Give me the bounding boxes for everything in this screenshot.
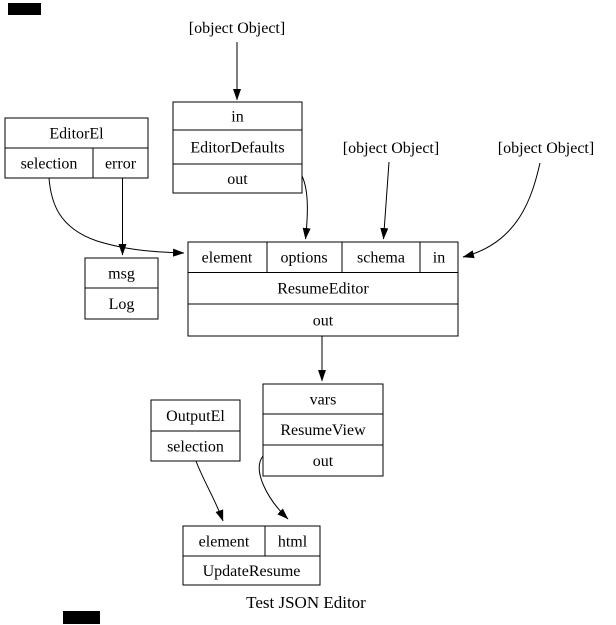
node-resume-view-title: ResumeView (280, 422, 366, 439)
node-update-resume-title: UpdateResume (203, 563, 301, 580)
edge-editorel-selection-to-resumeeditor-element (48, 177, 185, 257)
port-editor-el-selection: selection (21, 156, 78, 173)
node-output-el-title: OutputEl (166, 408, 225, 425)
node-log-title: Log (109, 296, 135, 313)
port-resume-editor-schema: schema (357, 250, 405, 267)
port-log-msg: msg (108, 266, 135, 283)
node-log: msg Log (84, 257, 159, 320)
graph-caption: Test JSON Editor (246, 593, 366, 612)
node-resume-editor-title: ResumeEditor (277, 281, 369, 298)
node-editor-defaults-box (172, 101, 303, 194)
port-resume-editor-in: in (433, 250, 445, 267)
object-label-middle: [object Object] (343, 140, 439, 157)
port-editor-defaults-out: out (227, 171, 248, 188)
node-resume-editor-box (187, 241, 459, 337)
black-mark-top-left (8, 3, 41, 15)
port-resume-editor-element: element (202, 250, 253, 267)
edge-objectright-to-resumeeditor-in (462, 162, 541, 259)
port-editor-el-error: error (105, 156, 137, 173)
port-resume-editor-out: out (313, 313, 334, 330)
node-editor-el: EditorEl selection error (4, 117, 149, 179)
node-resume-view: vars ResumeView out (262, 383, 384, 477)
port-resume-editor-options: options (280, 250, 327, 267)
node-editor-defaults-title: EditorDefaults (190, 140, 284, 157)
node-editor-el-title: EditorEl (49, 126, 104, 143)
node-resume-view-box (262, 383, 384, 477)
edge-editordefaults-out-to-resumeeditor-options (301, 175, 311, 240)
object-label-top: [object Object] (189, 20, 285, 37)
node-editor-defaults: in EditorDefaults out (172, 101, 303, 194)
edge-outputel-selection-to-updateresume-element (195, 460, 224, 522)
node-output-el: OutputEl selection (150, 399, 241, 462)
port-editor-defaults-in: in (231, 109, 243, 126)
port-resume-view-vars: vars (310, 392, 337, 409)
black-mark-bottom-left (63, 611, 100, 624)
port-update-resume-html: html (278, 534, 308, 551)
edge-resumeview-out-to-updateresume-html (258, 455, 289, 520)
port-update-resume-element: element (199, 534, 250, 551)
node-update-resume: element html UpdateResume (182, 525, 321, 586)
port-output-el-selection: selection (167, 439, 224, 456)
node-resume-editor: element options schema in ResumeEditor o… (187, 241, 459, 337)
object-label-right: [object Object] (498, 140, 594, 157)
port-resume-view-out: out (313, 453, 334, 470)
edge-objectmiddle-to-resumeeditor-schema (380, 161, 390, 240)
